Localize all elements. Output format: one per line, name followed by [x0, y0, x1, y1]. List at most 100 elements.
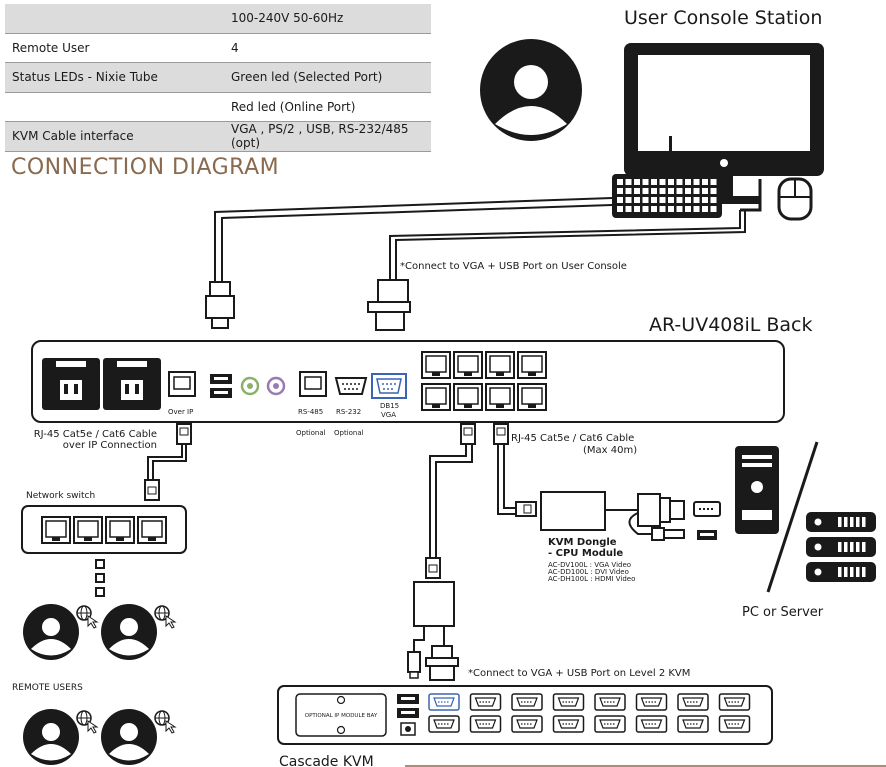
- label-optional: Optional: [334, 429, 364, 437]
- usb-port-icon: [397, 694, 419, 736]
- label-db15: DB15: [380, 402, 399, 410]
- globe-icon: [76, 605, 99, 629]
- section-title: CONNECTION DIAGRAM: [11, 155, 280, 180]
- label-rs232: RS-232: [336, 408, 361, 416]
- db15-port-icon: [718, 693, 751, 711]
- rj45-plug-icon: [144, 479, 160, 501]
- spec-label: [5, 4, 224, 33]
- usb-plug-icon: [407, 651, 421, 679]
- label-over-ip-cable: over IP Connection: [63, 440, 157, 451]
- usb-port-icon: [697, 530, 717, 540]
- dongle-title: KVM Dongle: [548, 537, 617, 548]
- label-remote-users: REMOTE USERS: [12, 683, 83, 693]
- vga-plug-icon: [425, 645, 459, 681]
- label-cat-cable: RJ-45 Cat5e / Cat6 Cable: [511, 433, 634, 444]
- divider-slash: [766, 441, 819, 593]
- dongle-cable: [497, 444, 516, 515]
- keyboard-icon: [612, 136, 722, 218]
- remote-user-icon: [101, 604, 177, 660]
- pc-tower-icon: [735, 446, 779, 534]
- remote-users-group: [23, 604, 177, 765]
- cascade-cable: [429, 444, 473, 560]
- console-cables: [214, 197, 746, 286]
- usb-plug-icon: [651, 527, 685, 541]
- rs232-port-icon: [334, 377, 368, 395]
- db15-port-icon: [552, 693, 585, 711]
- db15-port-icon: [469, 693, 502, 711]
- label-network-switch: Network switch: [26, 491, 95, 501]
- over-ip-cable: [147, 444, 187, 480]
- spec-value: 4: [231, 40, 239, 55]
- console-user-icon: [480, 39, 582, 141]
- db15-port-icon: [594, 715, 626, 733]
- vga-port-icon: [693, 501, 721, 517]
- db15-port-icon: [677, 715, 709, 733]
- label-over-ip-cable: RJ-45 Cat5e / Cat6 Cable: [34, 429, 157, 440]
- spec-row: 100-240V 50-60Hz: [5, 4, 431, 33]
- rj45-port-icon: [168, 371, 196, 397]
- rj45-port-icon: [517, 383, 547, 411]
- db15-port-icon: [594, 693, 626, 711]
- label-optional: Optional: [296, 429, 326, 437]
- kvm-dongle-icon: [540, 491, 606, 531]
- note-vga-usb-level2: *Connect to VGA + USB Port on Level 2 KV…: [468, 668, 690, 679]
- label-vga: VGA: [381, 411, 396, 419]
- rj45-port-icon: [517, 351, 547, 379]
- label-pc-server: PC or Server: [742, 605, 824, 620]
- label-cat-cable: (Max 40m): [583, 445, 637, 456]
- spec-label: KVM Cable interface: [5, 121, 224, 151]
- cascade-title: Cascade KVM: [279, 754, 374, 767]
- spec-label: Status LEDs - Nixie Tube: [5, 62, 224, 92]
- db15-port-icon: [677, 693, 709, 711]
- dongle-model: AC-DH100L : HDMI Video: [548, 575, 635, 583]
- rj45-port-icon: [73, 516, 103, 544]
- rj45-port-icon: [137, 516, 167, 544]
- vga-port-icon: [371, 373, 407, 399]
- rj45-port-icon: [453, 383, 483, 411]
- rj45-port-icon: [485, 351, 515, 379]
- dongle-model: AC-DD100L : DVI Video: [548, 568, 629, 576]
- rj45-plug-icon: [493, 423, 509, 445]
- vga-plug-icon: [367, 279, 411, 331]
- rj45-plug-icon: [176, 423, 192, 445]
- rj45-port-icon: [105, 516, 135, 544]
- note-vga-usb-console: *Connect to VGA + USB Port on User Conso…: [400, 261, 627, 272]
- rj45-port-icon: [421, 351, 451, 379]
- rj45-plug-icon: [460, 423, 476, 445]
- rj45-plug-icon: [425, 557, 441, 579]
- db15-port-icon: [552, 715, 585, 733]
- db15-port-icon: [635, 715, 668, 733]
- spec-value: Red led (Online Port): [231, 99, 356, 114]
- db15-port-icon: [428, 693, 460, 711]
- db15-port-icon: [635, 693, 668, 711]
- remote-user-icon: [23, 709, 99, 765]
- ip-module-bay-label: OPTIONAL IP MODULE BAY: [305, 713, 378, 719]
- cascade-adapter-icon: [413, 581, 455, 627]
- server-icon: [806, 512, 876, 582]
- ip-module-bay: [295, 693, 387, 737]
- rj45-plug-icon: [515, 501, 537, 517]
- db15-port-icon: [469, 715, 502, 733]
- db15-port-icon: [511, 715, 543, 733]
- ps2-port-icon: [240, 376, 286, 396]
- spec-row: Red led (Online Port): [5, 92, 431, 122]
- db15-port-icon: [718, 715, 751, 733]
- label-rs485: RS-485: [298, 408, 323, 416]
- usb-plug-icon: [205, 281, 235, 329]
- db15-port-icon: [428, 715, 460, 733]
- dongle-model: AC-DV100L : VGA Video: [548, 561, 631, 569]
- kvm-port-grid: [421, 351, 547, 411]
- label-over-ip: Over IP: [168, 408, 193, 416]
- switch-link-dots: [95, 559, 105, 597]
- globe-icon: [76, 710, 99, 734]
- db15-port-icon: [511, 693, 543, 711]
- rj45-port-icon: [485, 383, 515, 411]
- spec-value: Green led (Selected Port): [224, 62, 431, 92]
- remote-user-icon: [101, 709, 177, 765]
- mouse-icon: [740, 177, 813, 221]
- kvm-back-panel: [31, 340, 785, 423]
- rj45-port-icon: [421, 383, 451, 411]
